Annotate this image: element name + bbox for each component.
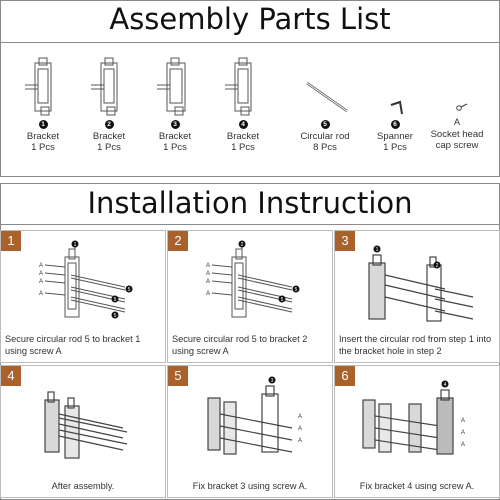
svg-text:2: 2 xyxy=(241,242,244,248)
svg-text:5: 5 xyxy=(128,287,131,293)
part-number-badge: 1 xyxy=(38,120,48,129)
svg-text:A: A xyxy=(39,263,43,269)
part-name: Bracket xyxy=(158,131,192,142)
step-6: 6 4 A A A Fix bracket 4 using screw A. xyxy=(334,365,500,498)
step-caption: Fix bracket 4 using screw A. xyxy=(359,480,475,491)
part-socket-screw: A Socket head cap screw xyxy=(422,55,492,175)
svg-text:A: A xyxy=(39,291,43,297)
screw-icon xyxy=(456,103,468,111)
step-number-badge: 6 xyxy=(335,366,355,386)
part-bracket-2: 2 Bracket 1 Pcs xyxy=(74,55,144,175)
step-5-diagram: 3 A A A xyxy=(207,376,302,455)
part-number-badge: 4 xyxy=(238,120,248,129)
parts-list-panel xyxy=(0,0,500,177)
part-name: Bracket xyxy=(226,131,260,142)
parts-list-title: Assembly Parts List xyxy=(109,2,391,36)
step-5: 5 3 A A A Fix bracket 3 using screw A. xyxy=(167,365,333,498)
screw-letter: A xyxy=(453,117,460,127)
svg-text:5: 5 xyxy=(114,313,117,319)
part-number-badge: 5 xyxy=(320,120,330,129)
step-4-diagram xyxy=(44,391,128,459)
step-caption: After assembly. xyxy=(51,480,115,491)
svg-text:A: A xyxy=(206,263,210,269)
step-3-diagram: 1 2 xyxy=(368,245,474,322)
bracket-icon xyxy=(157,57,186,116)
part-number-badge: 6 xyxy=(390,120,400,129)
part-quantity: 1 Pcs xyxy=(163,141,187,153)
step-caption: Secure circular rod 5 to bracket 1 using… xyxy=(5,334,141,356)
step-1-diagram: 1 5 5 5 A A A A xyxy=(39,240,133,319)
svg-text:A: A xyxy=(39,279,43,285)
svg-text:1: 1 xyxy=(74,242,77,248)
bracket-icon xyxy=(225,57,252,116)
rod-icon xyxy=(306,81,348,113)
svg-text:3: 3 xyxy=(271,378,274,384)
svg-text:2: 2 xyxy=(436,263,439,269)
svg-text:5: 5 xyxy=(295,287,298,293)
svg-text:A: A xyxy=(461,430,465,436)
svg-text:1: 1 xyxy=(376,247,379,253)
svg-text:4: 4 xyxy=(444,382,447,388)
part-number-badge: 3 xyxy=(170,120,180,129)
part-quantity: 1 Pcs xyxy=(97,141,121,153)
svg-text:5: 5 xyxy=(114,297,117,303)
svg-text:A: A xyxy=(39,271,43,277)
spanner-icon xyxy=(390,100,403,115)
title-divider xyxy=(0,224,500,225)
part-name: Circular rod xyxy=(300,131,350,142)
bracket-icon xyxy=(91,57,118,116)
step-caption: Fix bracket 3 using screw A. xyxy=(192,480,308,491)
svg-text:5: 5 xyxy=(281,297,284,303)
part-quantity: 1 Pcs xyxy=(231,141,255,153)
part-bracket-1: 1 Bracket 1 Pcs xyxy=(8,55,78,175)
part-quantity: 1 Pcs xyxy=(31,141,55,153)
svg-text:A: A xyxy=(298,426,302,432)
svg-text:A: A xyxy=(461,442,465,448)
svg-text:A: A xyxy=(206,279,210,285)
bracket-icon xyxy=(25,57,52,116)
part-name: Bracket xyxy=(26,131,60,142)
part-marker xyxy=(71,240,79,248)
step-6-diagram: 4 A A A xyxy=(362,380,465,455)
svg-text:A: A xyxy=(461,418,465,424)
step-2-diagram: 2 5 5 A A A A xyxy=(206,240,300,318)
step-caption: Insert the circular rod from step 1 into… xyxy=(339,334,492,356)
step-caption: Secure circular rod 5 to bracket 2 using… xyxy=(172,334,308,356)
installation-title: Installation Instruction xyxy=(87,186,413,220)
step-number-badge: 2 xyxy=(168,231,188,251)
part-number-badge: 2 xyxy=(104,120,114,129)
part-spanner: 6 Spanner 1 Pcs xyxy=(360,55,430,175)
step-number-badge: 5 xyxy=(168,366,188,386)
part-name: Bracket xyxy=(92,131,126,142)
part-bracket-3: 3 Bracket 1 Pcs xyxy=(140,55,210,175)
part-name: Spanner xyxy=(377,131,413,142)
part-circular-rod: 5 Circular rod 8 Pcs xyxy=(290,55,360,175)
svg-text:A: A xyxy=(206,271,210,277)
part-quantity: 1 Pcs xyxy=(383,141,407,153)
title-divider xyxy=(0,42,500,43)
step-3: 3 1 2 Insert the circular rod from step … xyxy=(334,230,500,363)
step-4: 4 After assembly. xyxy=(0,365,166,498)
svg-text:A: A xyxy=(206,291,210,297)
part-name: Socket head cap screw xyxy=(430,129,484,151)
step-1: 1 1 5 5 5 A A A A Secure circular rod 5 … xyxy=(0,230,166,363)
part-quantity: 8 Pcs xyxy=(313,141,337,153)
svg-text:A: A xyxy=(298,414,302,420)
part-bracket-4: 4 Bracket 1 Pcs xyxy=(208,55,278,175)
svg-text:A: A xyxy=(298,438,302,444)
step-2: 2 2 5 5 A A A A Secure circular rod 5 to… xyxy=(167,230,333,363)
step-number-badge: 3 xyxy=(335,231,355,251)
step-number-badge: 4 xyxy=(1,366,21,386)
step-number-badge: 1 xyxy=(1,231,21,251)
